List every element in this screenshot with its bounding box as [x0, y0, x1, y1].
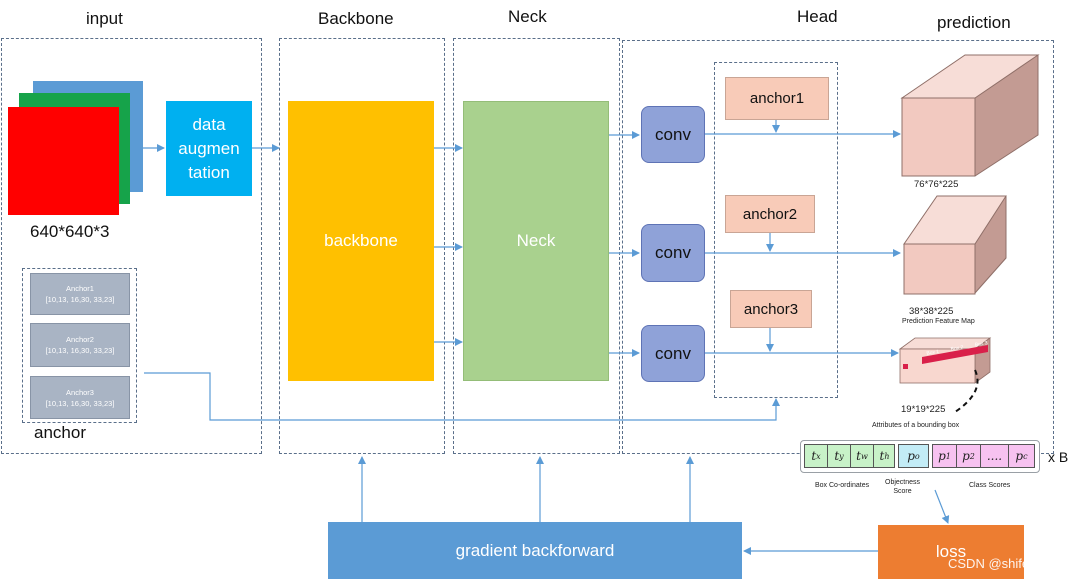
prediction-size-76: 76*76*225 [914, 179, 959, 190]
anchor-card-3: Anchor3 [10,13, 16,30, 33,23] [30, 376, 130, 419]
vector-cell-ellipsis: .... [981, 445, 1009, 467]
objectness-caption: Objectness Score [885, 479, 921, 495]
box-coordinates-caption: Box Co-ordinates [815, 482, 870, 489]
conv-block-3: conv [641, 325, 705, 382]
anchor-card-values: [10,13, 16,30, 33,23] [45, 346, 115, 355]
bbox-attributes-caption: Attributes of a bounding box [872, 422, 960, 429]
data-augmentation-box: data augmen tation [166, 101, 252, 196]
section-title-prediction: prediction [937, 13, 1011, 32]
input-channel-red [8, 107, 119, 215]
anchor-card-values: [10,13, 16,30, 33,23] [45, 295, 115, 304]
prediction-size-19: 19*19*225 [901, 404, 946, 415]
prediction-feature-map-caption: Prediction Feature Map [902, 318, 975, 325]
anchor-box-3: anchor3 [730, 290, 812, 328]
conv-block-1: conv [641, 106, 705, 163]
anchor-list-frame [22, 268, 137, 423]
section-title-backbone: Backbone [318, 9, 394, 28]
section-title-neck: Neck [508, 7, 547, 26]
anchor-card-name: Anchor2 [66, 335, 94, 344]
anchor-card-name: Anchor1 [66, 284, 94, 293]
backbone-frame [279, 38, 445, 454]
gradient-backforward-box: gradient backforward [328, 522, 742, 579]
loss-box: loss [878, 525, 1024, 579]
anchor-card-values: [10,13, 16,30, 33,23] [45, 398, 115, 408]
section-title-input: input [86, 9, 123, 28]
neck-box: Neck [463, 101, 609, 381]
class-scores-caption: Class Scores [969, 482, 1011, 489]
prediction-size-38: 38*38*225 [909, 306, 954, 317]
input-size-label: 640*640*3 [30, 222, 110, 241]
backbone-box: backbone [288, 101, 434, 381]
conv-block-2: conv [641, 224, 705, 282]
anchor-card-name: Anchor3 [66, 387, 94, 397]
anchor-card-1: Anchor1 [10,13, 16,30, 33,23] [30, 273, 130, 315]
anchor-card-2: Anchor2 [10,13, 16,30, 33,23] [30, 323, 130, 367]
input-frame [1, 38, 262, 454]
section-title-head: Head [797, 7, 838, 26]
anchor-box-2: anchor2 [725, 195, 815, 233]
anchor-box-1: anchor1 [725, 77, 829, 120]
vector-multiplier: x B [1048, 449, 1069, 465]
anchor-label: anchor [34, 423, 86, 442]
neck-frame [453, 38, 620, 454]
watermark: CSDN @shifenglv [948, 556, 1053, 571]
